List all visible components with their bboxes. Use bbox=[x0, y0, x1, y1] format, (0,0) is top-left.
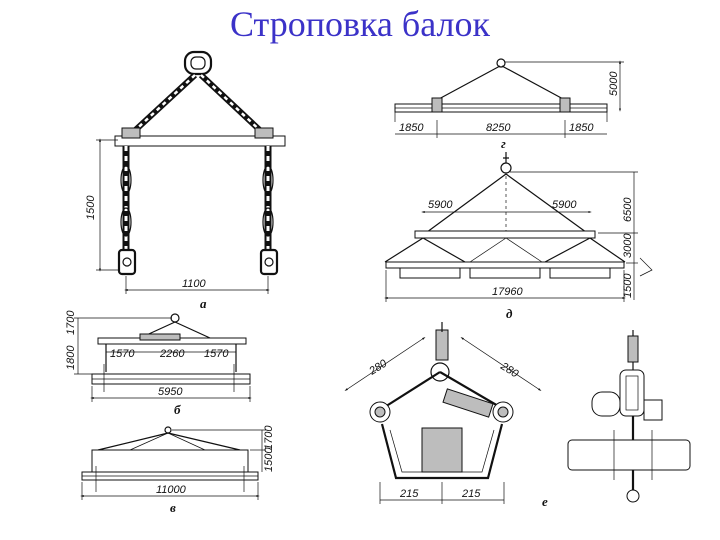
dim-g-height: 5000 bbox=[608, 71, 620, 96]
dim-v-1700: 1700 bbox=[263, 425, 275, 450]
slide-title: Строповка балок bbox=[230, 4, 490, 44]
panel-d: 5900 5900 6500 3000 1500 17960 д bbox=[384, 152, 653, 321]
beam-d bbox=[385, 261, 625, 269]
traverse-d bbox=[414, 230, 596, 239]
panel-e: 280 280 215 215 е bbox=[344, 322, 691, 509]
dim-e-215-right: 215 bbox=[461, 488, 481, 500]
dim-b-left: 1570 bbox=[110, 348, 135, 360]
dim-e-280-right: 280 bbox=[498, 360, 522, 381]
traverse-v bbox=[91, 449, 249, 473]
panel-g: 5000 1850 8250 1850 г bbox=[394, 58, 624, 151]
panel-a: 1500 1100 а bbox=[85, 50, 286, 311]
panel-b: 1700 1800 1570 2260 1570 5950 б bbox=[65, 310, 252, 417]
dim-d-right: 5900 bbox=[552, 199, 577, 211]
dim-g-right: 1850 bbox=[569, 122, 594, 134]
dim-g-mid: 8250 bbox=[486, 122, 511, 134]
dim-e-215-left: 215 bbox=[399, 488, 419, 500]
dim-g-left: 1850 bbox=[399, 122, 424, 134]
side-beam bbox=[567, 439, 691, 471]
dim-v-total: 11000 bbox=[156, 484, 187, 496]
label-d: д bbox=[506, 306, 513, 321]
sling-right bbox=[259, 146, 279, 276]
dim-e-280-left: 280 bbox=[366, 357, 390, 378]
label-v: в bbox=[170, 500, 176, 515]
dim-b-mid: 2260 bbox=[159, 348, 185, 360]
sling-left bbox=[117, 146, 137, 276]
dim-d-3000: 3000 bbox=[622, 233, 634, 258]
label-a: а bbox=[200, 296, 207, 311]
label-e: е bbox=[542, 494, 548, 509]
clamp-side-body bbox=[619, 369, 645, 417]
hook-ring bbox=[183, 50, 213, 76]
label-g: г bbox=[501, 136, 506, 151]
chain-right bbox=[198, 72, 268, 138]
dim-d-total: 17960 bbox=[492, 286, 523, 298]
dim-b-1800: 1800 bbox=[65, 345, 77, 370]
label-b: б bbox=[174, 402, 181, 417]
dim-b-1700: 1700 bbox=[65, 310, 77, 335]
chain-left bbox=[127, 72, 198, 138]
traverse-beam bbox=[114, 135, 286, 147]
dim-b-total: 5950 bbox=[158, 386, 183, 398]
dim-d-left: 5900 bbox=[428, 199, 453, 211]
beam-section bbox=[380, 423, 504, 480]
dim-b-right: 1570 bbox=[204, 348, 229, 360]
panel-v: 1700 1500 11000 в bbox=[80, 425, 275, 515]
dim-a-width: 1100 bbox=[182, 278, 207, 290]
clamp-pivot bbox=[430, 362, 450, 382]
dim-d-6500: 6500 bbox=[622, 197, 634, 222]
dim-d-1500: 1500 bbox=[622, 273, 634, 298]
dim-v-1500: 1500 bbox=[263, 447, 275, 472]
beam-core bbox=[421, 427, 463, 473]
dim-a-height: 1500 bbox=[85, 195, 97, 220]
